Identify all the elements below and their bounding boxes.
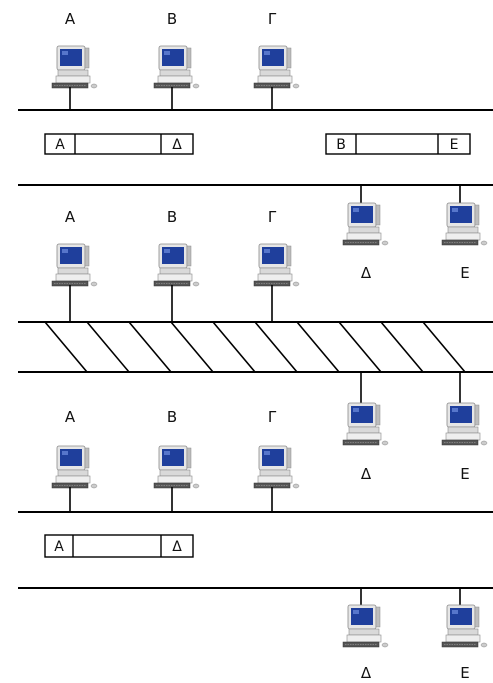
computer-icon xyxy=(441,604,488,648)
fabric-hatch xyxy=(170,321,214,373)
computer-label: E xyxy=(460,664,469,682)
fabric-hatch xyxy=(422,321,466,373)
computer-icon xyxy=(253,445,300,489)
computer-label: E xyxy=(460,465,469,483)
fabric-hatch xyxy=(128,321,172,373)
frame-destination-label: E xyxy=(450,137,459,153)
computer-icon xyxy=(441,402,488,446)
computer-label: A xyxy=(65,208,76,226)
frame-destination-label: Δ xyxy=(172,539,182,555)
fabric-hatch xyxy=(338,321,382,373)
computer-label: B xyxy=(167,10,177,28)
computer-label: A xyxy=(65,10,76,28)
computer-label: Γ xyxy=(268,408,277,426)
computer-label: Δ xyxy=(361,264,372,282)
fabric-hatch xyxy=(380,321,424,373)
computer-icon xyxy=(153,243,200,287)
computer-icon xyxy=(441,202,488,246)
frame-destination-label: Δ xyxy=(172,137,182,153)
computer-icon xyxy=(342,402,389,446)
computer-icon xyxy=(342,604,389,648)
computer-icon xyxy=(153,45,200,89)
computer-label: B xyxy=(167,408,177,426)
computer-label: B xyxy=(167,208,177,226)
computer-label: Δ xyxy=(361,664,372,682)
computer-label: A xyxy=(65,408,76,426)
fabric-hatch xyxy=(212,321,256,373)
frame-source-label: A xyxy=(54,539,64,555)
computer-label: Δ xyxy=(361,465,372,483)
computer-icon xyxy=(253,45,300,89)
fabric-hatch xyxy=(254,321,298,373)
computer-icon xyxy=(342,202,389,246)
fabric-hatch xyxy=(86,321,130,373)
frame-source-label: A xyxy=(55,137,65,153)
frame-source-label: B xyxy=(336,137,346,153)
computer-icon xyxy=(51,243,98,287)
computer-icon xyxy=(51,45,98,89)
computer-label: Γ xyxy=(268,10,277,28)
data-frame xyxy=(44,133,194,155)
computer-icon xyxy=(253,243,300,287)
data-frame xyxy=(325,133,471,155)
data-frame xyxy=(44,534,194,558)
computer-icon xyxy=(51,445,98,489)
fabric-hatch xyxy=(44,321,88,373)
computer-icon xyxy=(153,445,200,489)
fabric-hatch xyxy=(296,321,340,373)
computer-label: Γ xyxy=(268,208,277,226)
computer-label: E xyxy=(460,264,469,282)
